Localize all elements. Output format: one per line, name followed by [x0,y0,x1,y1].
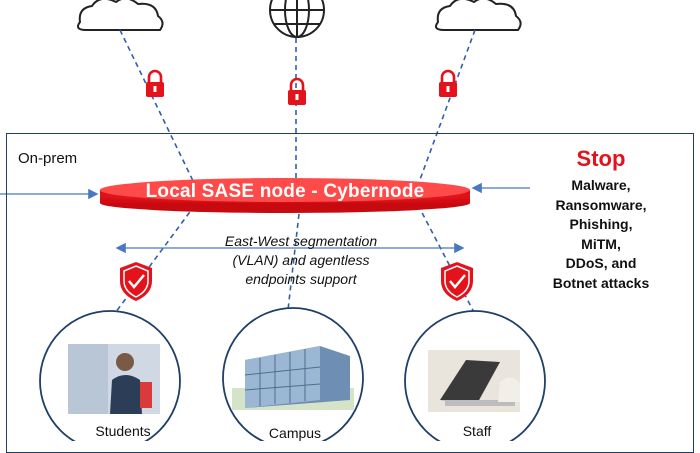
onprem-label: On-prem [18,150,78,167]
segmentation-description: East-West segmentation (VLAN) and agentl… [196,232,406,289]
segmentation-line: East-West segmentation [224,233,378,249]
threat-item: DDoS, and [565,255,637,271]
threat-item: Botnet attacks [552,274,650,291]
staff-laptop-photo [428,350,520,412]
campus-node [222,307,364,441]
campus-building-photo [232,346,354,410]
shield-check-icon [441,262,473,301]
dashed-links [109,29,479,321]
threat-item: Phishing, [569,216,633,232]
stop-title: Stop [576,146,626,171]
globe-icon [269,0,325,38]
padlock-icon [146,69,164,97]
sase-node-label: Local SASE node - Cybernode [145,181,425,202]
cloud-icon [77,0,164,31]
threat-item: MiTM, [581,235,621,252]
padlock-icon [288,77,306,105]
threat-item: Ransomware, [555,196,647,213]
shield-check-icon [120,262,152,301]
campus-label: Campus [268,425,322,441]
students-label: Students [95,423,151,439]
sase-node-disk [100,178,470,213]
staff-node [404,310,546,441]
threat-list: Malware, Ransomware, Phishing, MiTM, DDo… [540,176,662,293]
staff-label: Staff [462,423,492,439]
students-node [39,310,181,441]
segmentation-line: (VLAN) and agentless [232,252,370,268]
threat-item: Malware, [571,177,631,193]
students-photo [68,344,160,414]
cloud-icon [435,0,522,31]
segmentation-line: endpoints support [245,271,357,287]
diagram-graphics [0,0,546,441]
padlock-icon [439,69,457,97]
